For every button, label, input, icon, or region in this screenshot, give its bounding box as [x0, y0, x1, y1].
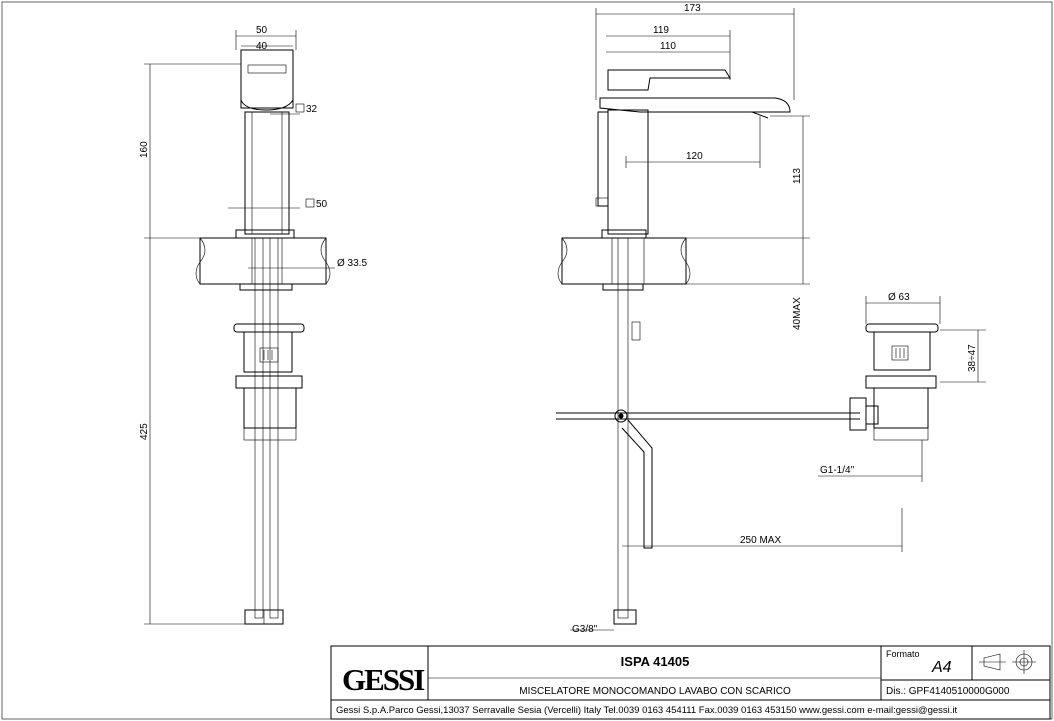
dim-front-hole-dia: Ø 33.5 — [337, 258, 367, 269]
dim-waste-dia: Ø 63 — [888, 292, 910, 303]
gessi-logo: GESSI — [342, 662, 425, 697]
dim-front-height-total: 425 — [139, 423, 150, 440]
dim-front-square-top: 32 — [306, 104, 318, 115]
side-spout — [599, 97, 791, 113]
dim-front-width-outer: 50 — [256, 25, 268, 36]
front-lever — [240, 49, 294, 109]
side-lever — [607, 69, 731, 91]
square-symbol-icon — [295, 103, 305, 113]
dim-front-width-inner: 40 — [256, 41, 268, 52]
format-label: Formato — [886, 649, 920, 659]
format-value: A4 — [931, 659, 952, 676]
dim-waste-thread: G1-1/4" — [820, 465, 855, 476]
side-view: 173 119 110 120 113 40MAX 250 MAX G3/8" — [556, 3, 903, 635]
dim-side-drain-length: 250 MAX — [740, 535, 781, 546]
dim-waste-height: 38÷47 — [967, 344, 978, 372]
square-symbol-icon-2 — [305, 198, 315, 208]
product-description: MISCELATORE MONOCOMANDO LAVABO CON SCARI… — [519, 686, 791, 697]
front-waste-body — [243, 331, 293, 373]
title-block: GESSI ISPA 41405 MISCELATORE MONOCOMANDO… — [330, 645, 1051, 720]
dim-side-spout-height: 113 — [792, 168, 803, 184]
waste-body — [873, 331, 931, 371]
waste-detail: Ø 63 38÷47 G1-1/4" — [818, 292, 986, 482]
waste-cap — [865, 323, 939, 333]
side-countertop — [561, 237, 687, 285]
front-view: 50 40 32 160 50 Ø 33.5 425 — [139, 25, 367, 625]
dim-side-width-119: 119 — [653, 25, 669, 36]
front-popup-cap — [233, 323, 305, 333]
product-code: ISPA 41405 — [621, 654, 690, 669]
side-inlet-fitting — [613, 609, 637, 625]
dim-side-spout-reach: 120 — [686, 151, 703, 162]
dim-side-width-110: 110 — [660, 41, 676, 52]
dim-side-counter-max: 40MAX — [792, 297, 803, 330]
dim-front-square-base: 50 — [316, 199, 328, 210]
side-hose — [617, 237, 629, 619]
projection-symbol-icon — [979, 650, 1036, 674]
front-body — [244, 111, 290, 235]
dim-side-total-width: 173 — [684, 3, 701, 14]
dim-side-inlet-thread: G3/8" — [572, 624, 598, 635]
dim-front-height-upper: 160 — [139, 141, 150, 158]
drawing-number: Dis.: GPF4140510000G000 — [886, 686, 1010, 697]
footer-contact: Gessi S.p.A.Parco Gessi,13037 Serravalle… — [336, 705, 958, 716]
side-body — [607, 109, 649, 235]
